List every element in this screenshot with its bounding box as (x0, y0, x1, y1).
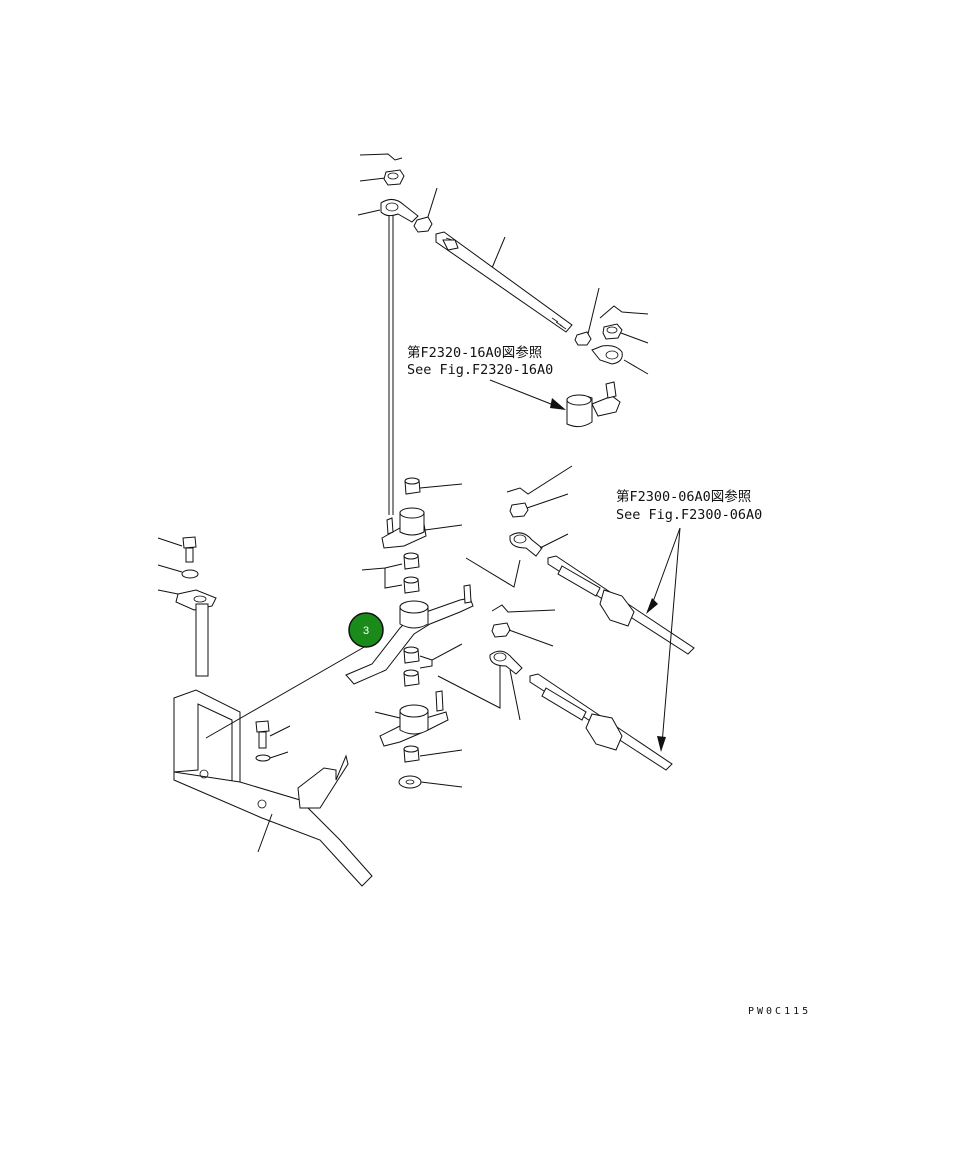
callout-3[interactable]: 3 (348, 612, 384, 648)
lever-arm (345, 584, 474, 685)
bushing-lower (403, 643, 463, 687)
nut-top (359, 169, 405, 186)
reference-1-jp: 第F2320-16A0図参照 (407, 344, 542, 361)
pin-plate (157, 589, 217, 677)
control-cables (529, 527, 695, 771)
lever-block-upper (566, 381, 621, 428)
reference-2-jp: 第F2300-06A0図参照 (616, 488, 751, 505)
bushing-pair (361, 552, 420, 594)
lock-nut-right (574, 287, 600, 346)
bushing-bottom (398, 745, 463, 789)
bolt-left (157, 536, 197, 563)
lock-nut-upper (413, 187, 438, 233)
rod-end-right (591, 345, 649, 375)
middle-linkage (345, 465, 573, 789)
rod-end-middle (509, 532, 569, 557)
nut-lower (491, 622, 554, 647)
drawing-code: PW0C115 (748, 1006, 811, 1017)
lever-lower (374, 690, 449, 747)
cotter-pin-top (359, 153, 403, 161)
lever-middle (381, 507, 463, 549)
callout-number: 3 (363, 625, 369, 637)
rod-end-lower (489, 650, 523, 721)
upper-linkage (357, 153, 649, 515)
threaded-rod (435, 231, 573, 333)
rod-end-top (357, 199, 419, 223)
reference-2-en: See Fig.F2300-06A0 (616, 507, 762, 523)
bracket (173, 689, 373, 887)
nut-right (602, 323, 649, 344)
cable-upper (547, 555, 695, 655)
washer-left (157, 564, 199, 579)
bushing-upper (404, 477, 463, 495)
nut-middle (509, 493, 569, 518)
cotter-pin-right (599, 305, 649, 319)
cable-lower (529, 673, 673, 771)
callout-marker[interactable] (348, 612, 384, 648)
mount-assembly (157, 536, 373, 887)
bolt-bracket (255, 720, 291, 762)
reference-1-en: See Fig.F2320-16A0 (407, 362, 553, 378)
